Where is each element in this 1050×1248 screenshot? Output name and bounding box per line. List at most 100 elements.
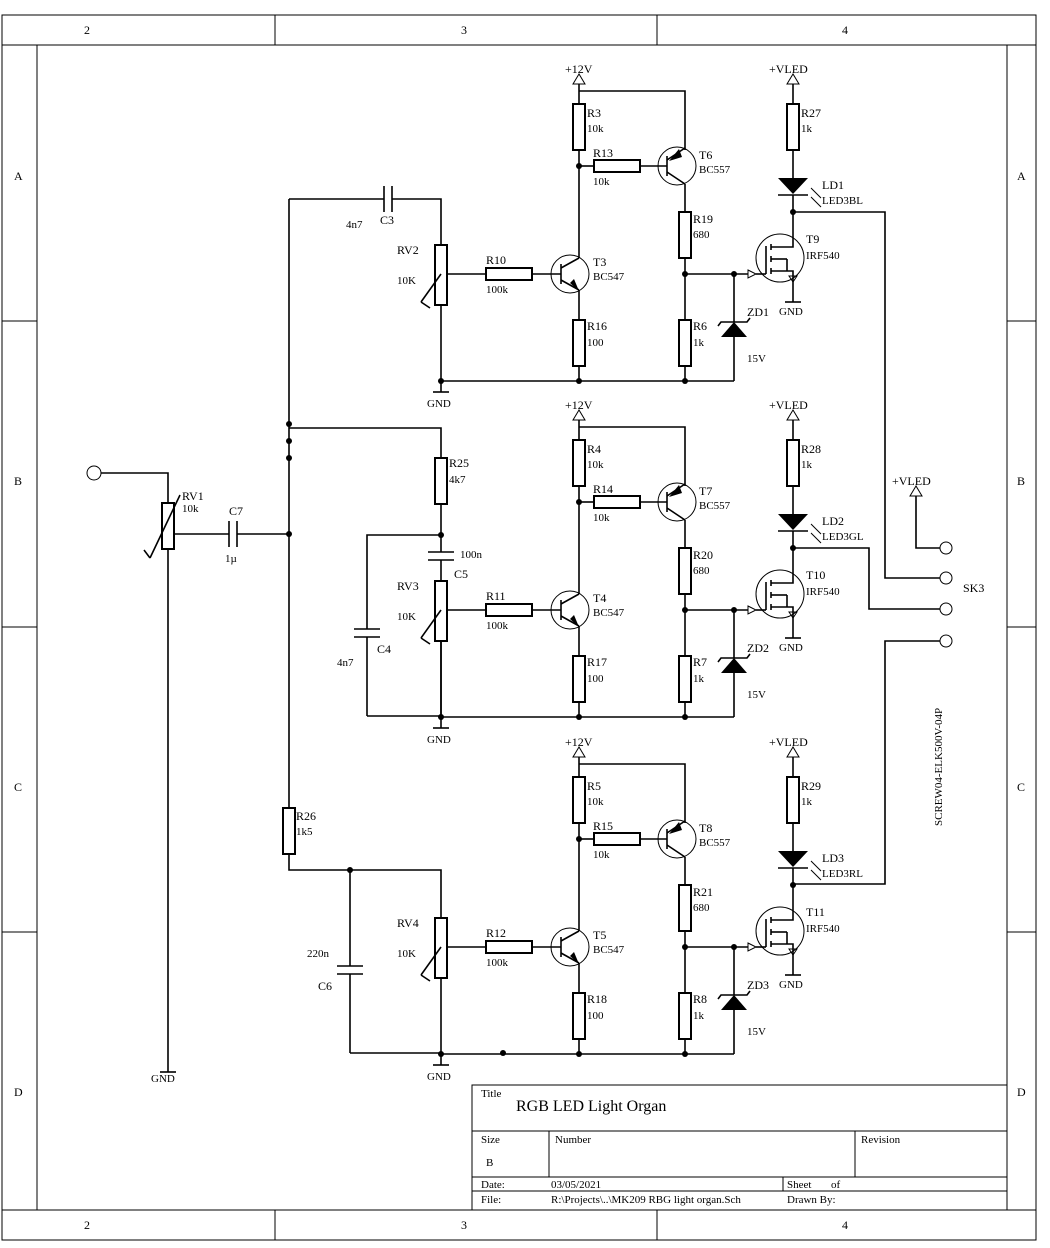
- r25-value: 4k7: [449, 474, 466, 486]
- drawing-frame: 2 3 4 2 3 4 A B C D A B C D: [1, 14, 1037, 1241]
- c5-value: 100n: [460, 549, 483, 561]
- c7-label: C7: [229, 504, 243, 518]
- pnp-type: BC557: [699, 500, 731, 512]
- rc-resistor: [678, 884, 692, 932]
- led-label: LD3: [822, 851, 844, 865]
- c3-label: C3: [380, 213, 394, 227]
- r26-value: 1k5: [296, 826, 313, 838]
- rb-value: 100k: [486, 284, 509, 296]
- sk3-pin: [939, 571, 953, 585]
- led-type: LED3BL: [822, 195, 863, 207]
- rg-value: 1k: [693, 1010, 705, 1022]
- frame-col-label: 4: [842, 23, 848, 37]
- npn-label: T5: [593, 928, 606, 942]
- gnd-label: GND: [779, 642, 803, 654]
- rv-label: RV2: [397, 243, 419, 257]
- rv-label: RV3: [397, 579, 419, 593]
- re-label: R18: [587, 992, 607, 1006]
- rpnp-label: R14: [593, 482, 613, 496]
- frame-row-label: C: [14, 780, 22, 794]
- file-label: File:: [481, 1194, 501, 1206]
- r25-label: R25: [449, 456, 469, 470]
- rc-label: R19: [693, 212, 713, 226]
- mosfet-label: T9: [806, 232, 819, 246]
- sk3-label: SK3: [963, 581, 984, 595]
- mosfet-type: IRF540: [806, 250, 840, 262]
- connector-part-label: SCREW04-ELK500V-04P: [933, 708, 945, 826]
- rc-value: 680: [693, 229, 710, 241]
- rpnp-resistor: [593, 495, 641, 509]
- rtop-label: R4: [587, 442, 601, 456]
- npn-label: T4: [593, 591, 606, 605]
- pnp-label: T8: [699, 821, 712, 835]
- zener-diode: [721, 322, 747, 337]
- supply-label: +12V: [565, 735, 593, 749]
- frame-row-label: A: [14, 169, 23, 183]
- npn-label: T3: [593, 255, 606, 269]
- rv-value: 10K: [397, 611, 416, 623]
- gnd-label: GND: [427, 734, 451, 746]
- led-diode: [778, 851, 808, 867]
- rg-label: R6: [693, 319, 707, 333]
- rpnp-label: R15: [593, 819, 613, 833]
- gnd-label: GND: [427, 398, 451, 410]
- pnp-transistor: [657, 146, 697, 186]
- c6-value: 220n: [307, 948, 330, 960]
- filter-network: C3 4n7 R25 4k7 100n C5 C4 4n7 R26 1k5 22…: [282, 186, 483, 1053]
- vled-label: +VLED: [769, 735, 808, 749]
- sk3-pin: [939, 602, 953, 616]
- schematic-title: RGB LED Light Organ: [516, 1098, 666, 1115]
- frame-row-label: B: [1017, 474, 1025, 488]
- zener-label: ZD2: [747, 641, 769, 655]
- npn-type: BC547: [593, 944, 625, 956]
- rc-label: R21: [693, 885, 713, 899]
- rtop-resistor: [572, 103, 586, 151]
- rtop-resistor: [572, 776, 586, 824]
- rg-resistor: [678, 655, 692, 703]
- mosfet: [755, 569, 805, 619]
- title-block: Title RGB LED Light Organ Size B Number …: [471, 1084, 1008, 1211]
- rtop-value: 10k: [587, 459, 604, 471]
- vled-label: +VLED: [769, 398, 808, 412]
- rg-value: 1k: [693, 673, 705, 685]
- size-value: B: [486, 1157, 493, 1169]
- gnd-label: GND: [151, 1073, 175, 1085]
- frame-col-label: 3: [461, 23, 467, 37]
- zener-diode: [721, 658, 747, 673]
- input-terminal: [86, 465, 102, 481]
- rc-value: 680: [693, 565, 710, 577]
- frame-col-label: 4: [842, 1218, 848, 1232]
- rpnp-resistor: [593, 159, 641, 173]
- re-value: 100: [587, 1010, 604, 1022]
- re-resistor: [572, 992, 586, 1040]
- r25-resistor: [434, 457, 448, 505]
- re-label: R17: [587, 655, 607, 669]
- of-label: of: [831, 1179, 841, 1191]
- gnd-label: GND: [779, 306, 803, 318]
- rtop-value: 10k: [587, 123, 604, 135]
- rv-label: RV4: [397, 916, 419, 930]
- rc-value: 680: [693, 902, 710, 914]
- rtop-label: R5: [587, 779, 601, 793]
- input-section: GND RV1 10k C7 1µ: [86, 465, 289, 1085]
- rb-resistor: [485, 603, 533, 617]
- rled-label: R29: [801, 779, 821, 793]
- pnp-label: T7: [699, 484, 712, 498]
- led-type: LED3RL: [822, 868, 863, 880]
- gnd-label: GND: [779, 979, 803, 991]
- rv1-value: 10k: [182, 503, 199, 515]
- rc-resistor: [678, 547, 692, 595]
- led-label: LD1: [822, 178, 844, 192]
- rpnp-label: R13: [593, 146, 613, 160]
- rb-resistor: [485, 267, 533, 281]
- re-label: R16: [587, 319, 607, 333]
- pnp-type: BC557: [699, 164, 731, 176]
- driver-channel-3: +12V R5 10k R15 10k T8 BC557 R21 680 T5: [397, 735, 863, 1083]
- rtop-label: R3: [587, 106, 601, 120]
- gnd-label: GND: [427, 1071, 451, 1083]
- revision-label: Revision: [861, 1134, 901, 1146]
- zener-value: 15V: [747, 353, 766, 365]
- rg-resistor: [678, 992, 692, 1040]
